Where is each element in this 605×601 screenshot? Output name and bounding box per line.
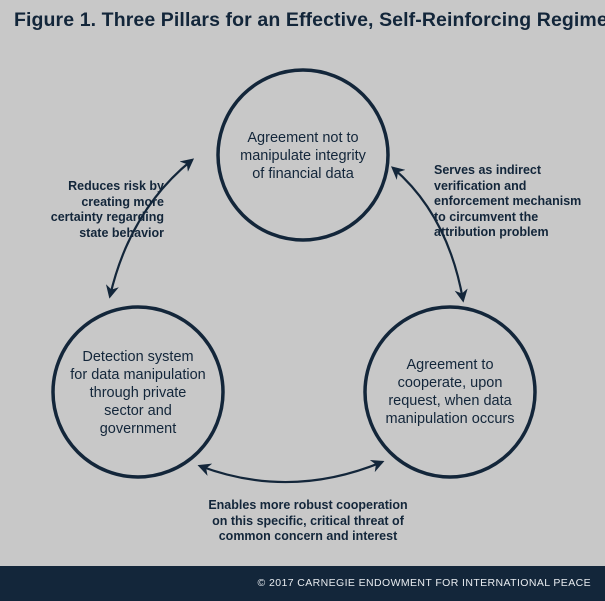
node-line: manipulate integrity: [240, 148, 366, 164]
edge-line: on this specific, critical threat of: [212, 513, 404, 528]
edge-line: verification and: [434, 178, 527, 193]
node-line: manipulation occurs: [385, 411, 515, 427]
footer-bar: © 2017 CARNEGIE ENDOWMENT FOR INTERNATIO…: [0, 566, 605, 601]
edge-line: enforcement mechanism: [434, 194, 582, 208]
node-circle-top: [216, 68, 390, 242]
node-line: government: [99, 421, 177, 437]
node-circle-right: [363, 305, 537, 479]
edge-line: Enables more robust cooperation: [208, 498, 408, 512]
node-line: Detection system: [82, 349, 194, 365]
edge-arrow-bottom: [197, 459, 385, 484]
node-circle-left: [51, 305, 225, 479]
edge-arrow-left: [105, 158, 195, 299]
node-line: cooperate, upon: [397, 375, 503, 391]
node-line: Agreement to: [406, 357, 494, 373]
edge-line: common concern and interest: [218, 529, 398, 543]
edge-line: state behavior: [79, 225, 164, 240]
edge-arrow-right: [390, 166, 468, 303]
node-line: for data manipulation: [70, 367, 206, 383]
node-label-right: Agreement to cooperate, upon request, wh…: [360, 356, 540, 428]
edge-label-left: Reduces risk by creating more certainty …: [14, 179, 164, 241]
edge-line: Serves as indirect: [434, 163, 542, 177]
node-label-left: Detection system for data manipulation t…: [48, 348, 228, 438]
figure-title: Figure 1. Three Pillars for an Effective…: [14, 9, 605, 31]
node-line: request, when data: [388, 393, 512, 409]
node-line: through private: [89, 385, 187, 401]
edge-line: creating more: [81, 194, 164, 209]
node-line: Agreement not to: [247, 130, 359, 146]
node-line: of financial data: [252, 166, 354, 182]
node-label-top: Agreement not to manipulate integrity of…: [213, 129, 393, 183]
node-line: sector and: [104, 403, 172, 419]
pillars-diagram: [51, 68, 537, 484]
edge-label-right: Serves as indirect verification and enfo…: [434, 163, 604, 241]
copyright-text: © 2017 CARNEGIE ENDOWMENT FOR INTERNATIO…: [257, 577, 591, 589]
edge-line: Reduces risk by: [68, 179, 164, 193]
edge-line: certainty regarding: [50, 210, 164, 224]
edge-line: attribution problem: [434, 225, 549, 239]
edge-label-bottom: Enables more robust cooperation on this …: [168, 498, 448, 545]
edge-line: to circumvent the: [434, 209, 539, 224]
